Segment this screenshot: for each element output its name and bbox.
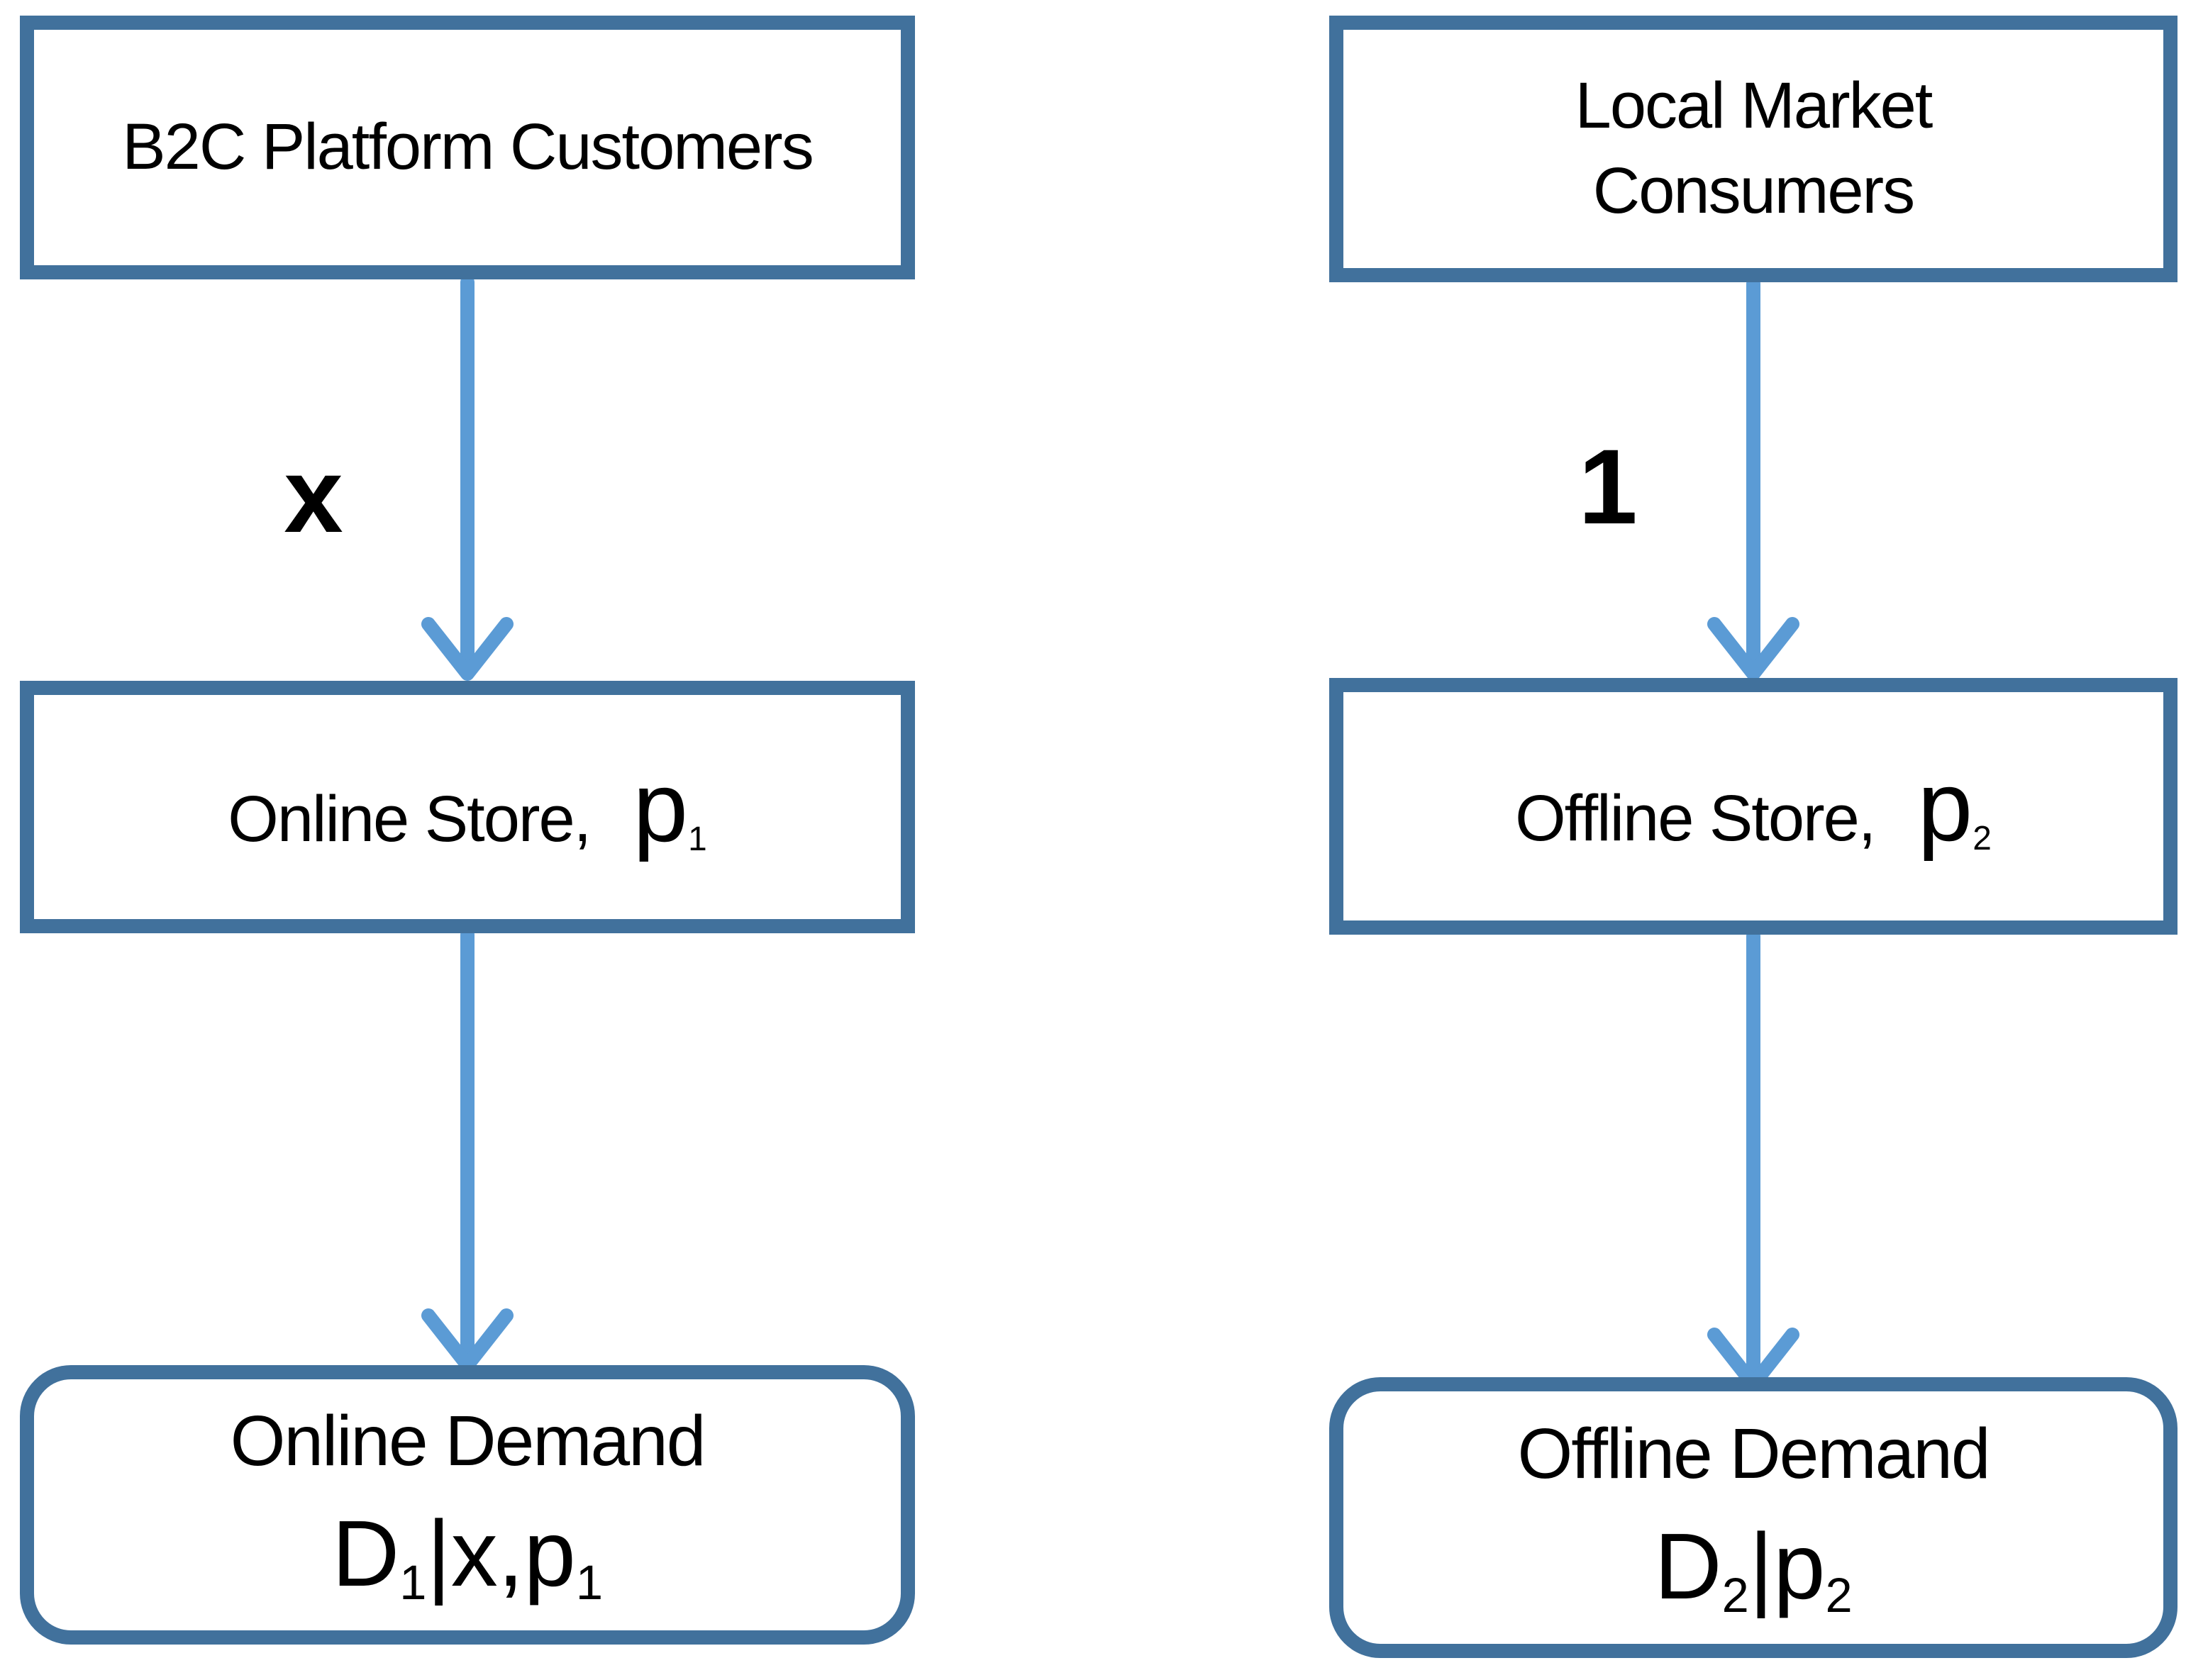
offline-price-variable: p — [1917, 750, 1973, 862]
arrow-offline-store-to-offline-demand — [1707, 929, 1799, 1391]
formula-var-d2: D — [1654, 1514, 1722, 1619]
formula-sub-p1: 1 — [575, 1555, 604, 1611]
formula-mid-offline: |p — [1748, 1514, 1826, 1619]
node-label-local-line2: Consumers — [1592, 155, 1915, 227]
node-label-b2c: B2C Platform Customers — [122, 111, 814, 184]
node-local-market-consumers: Local Market Consumers — [1329, 16, 2178, 282]
node-label-local: Local Market Consumers — [1575, 64, 1934, 233]
edge-label-offline-fraction: 1 — [1578, 427, 1638, 546]
formula-sub-p2: 2 — [1825, 1568, 1853, 1623]
offline-store-label: Offline Store, — [1515, 782, 1876, 855]
formula-sub-d1: 1 — [399, 1555, 427, 1611]
formula-sub-d2: 2 — [1721, 1568, 1749, 1623]
arrow-local-to-offline-store — [1707, 277, 1799, 681]
online-price-variable: p — [633, 751, 689, 862]
node-offline-demand: Offline Demand D2|p2 — [1329, 1377, 2178, 1658]
node-online-demand: Online Demand D1|x,p1 — [20, 1365, 915, 1645]
node-label-local-line1: Local Market — [1575, 69, 1934, 143]
node-online-store: Online Store, p1 — [20, 681, 915, 933]
offline-demand-formula: D2|p2 — [1518, 1506, 1990, 1628]
offline-price-subscript: 2 — [1973, 820, 1992, 858]
formula-mid-online: |x,p — [426, 1501, 576, 1606]
online-demand-formula: D1|x,p1 — [231, 1493, 705, 1615]
online-demand-title: Online Demand — [230, 1401, 706, 1481]
arrow-online-store-to-online-demand — [421, 928, 514, 1372]
offline-demand-title: Offline Demand — [1517, 1414, 1991, 1494]
node-b2c-platform-customers: B2C Platform Customers — [20, 16, 915, 279]
formula-var-d1: D — [331, 1501, 400, 1606]
node-offline-store: Offline Store, p2 — [1329, 678, 2178, 935]
online-price-subscript: 1 — [688, 820, 707, 859]
arrow-b2c-to-online-store — [421, 275, 514, 681]
online-store-label: Online Store, — [228, 783, 592, 855]
edge-label-online-fraction: x — [284, 435, 343, 555]
